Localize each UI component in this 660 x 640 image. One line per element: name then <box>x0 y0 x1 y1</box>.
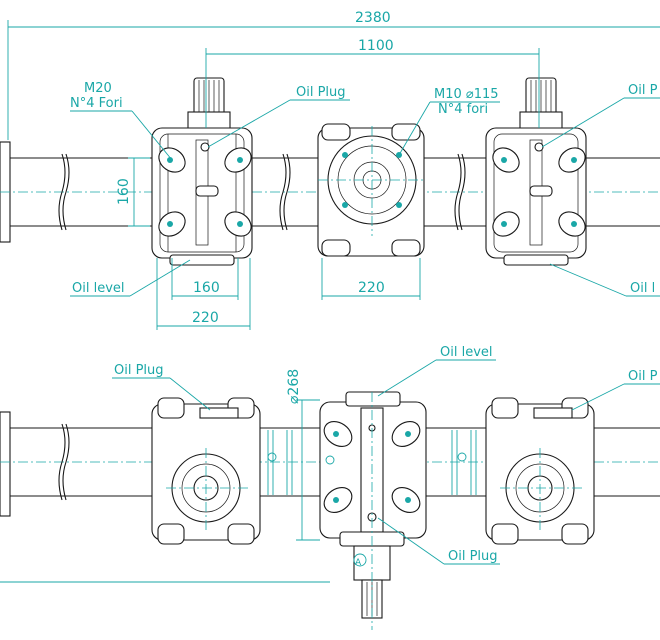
label-oil-level-top-right: Oil l <box>630 281 655 296</box>
label-oil-level-bottom: Oil level <box>440 345 493 360</box>
gearbox-center-bottom: A <box>319 391 427 630</box>
dim-160-height: 160 <box>116 178 132 205</box>
label-oil-plug-top-left: Oil Plug <box>296 85 346 100</box>
dim-2380: 2380 <box>355 10 391 26</box>
label-n4-fori-left: N°4 Fori <box>70 96 123 111</box>
label-m10-d115: M10 ⌀115 <box>434 87 499 102</box>
gearbox-left-top <box>151 77 253 266</box>
dim-220-left: 220 <box>192 310 219 326</box>
label-oil-plug-bottom-center: Oil Plug <box>448 549 498 564</box>
gearbox-left-bottom <box>151 397 261 545</box>
top-view: 2380 1100 160 160 220 220 M20 N° <box>0 10 660 330</box>
dim-1100: 1100 <box>358 38 394 54</box>
top-labels: M20 N°4 Fori Oil Plug M10 ⌀115 N°4 fori … <box>70 81 660 297</box>
label-n4-fori-center: N°4 fori <box>438 102 488 117</box>
label-oil-level-top-left: Oil level <box>72 281 125 296</box>
bottom-view: A ⌀268 Oil Plug <box>0 345 660 630</box>
dim-220-center: 220 <box>358 280 385 296</box>
dim-d268: ⌀268 <box>286 369 302 404</box>
label-m20: M20 <box>84 81 112 96</box>
gearbox-center-top <box>317 123 426 257</box>
bottom-labels: Oil Plug Oil level Oil P Oil Plug <box>112 345 660 565</box>
dim-160-width: 160 <box>193 280 220 296</box>
gearbox-right-top <box>485 77 587 266</box>
gearbox-right-bottom <box>485 397 595 545</box>
label-oil-plug-bottom-right: Oil P <box>628 369 658 384</box>
section-mark-a: A <box>355 558 362 568</box>
top-dimensions: 2380 1100 160 160 220 220 <box>7 10 660 330</box>
label-oil-plug-top-right: Oil P <box>628 83 658 98</box>
label-oil-plug-bottom-left: Oil Plug <box>114 363 164 378</box>
bottom-dimensions: ⌀268 <box>286 369 320 541</box>
